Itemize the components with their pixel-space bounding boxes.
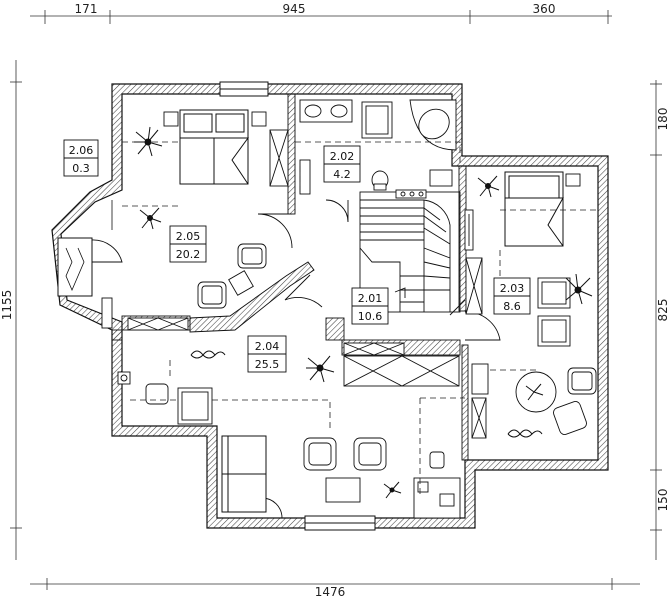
wardrobe-2-03	[465, 257, 483, 315]
room-id-2-02: 2.02	[330, 150, 355, 163]
dresser-2-05	[127, 317, 189, 331]
plant-icons	[134, 126, 593, 499]
plant-icon	[383, 481, 402, 499]
sofa-2-04	[221, 435, 267, 513]
armchairs-2-05	[197, 243, 267, 309]
room-id-2-06: 2.06	[69, 144, 94, 157]
dimension-lines	[10, 10, 662, 590]
desk-2-05	[101, 297, 113, 329]
nightstands-2-05	[163, 111, 267, 127]
room-label-2-03: 2.03 8.6	[493, 277, 531, 315]
bay-window-blinds	[65, 247, 85, 292]
dim-top-2: 945	[283, 2, 306, 16]
plant-icon	[525, 383, 544, 401]
nightstands-2-03	[565, 173, 581, 187]
stair-railing	[464, 209, 474, 251]
shelving-2-04	[343, 342, 460, 387]
room-area-2-05: 20.2	[176, 248, 201, 261]
dim-left: 1155	[0, 290, 14, 321]
room-id-2-04: 2.04	[255, 340, 280, 353]
plant-icon	[565, 273, 593, 305]
diagonal-wall	[189, 261, 315, 333]
double-bed-2-05	[179, 109, 249, 185]
plant-icon	[139, 207, 162, 230]
plant-icon	[507, 429, 543, 438]
room-id-2-05: 2.05	[176, 230, 201, 243]
plant-icon	[134, 126, 163, 157]
room-id-2-03: 2.03	[500, 282, 525, 295]
room-area-2-06: 0.3	[72, 162, 90, 175]
room-area-2-03: 8.6	[503, 300, 521, 313]
plant-icon	[477, 175, 500, 198]
room-area-2-04: 25.5	[255, 358, 280, 371]
windows	[57, 81, 376, 531]
desk-area-2-04	[117, 371, 213, 425]
dim-right-3: 150	[656, 489, 670, 512]
single-bed-2-03	[504, 171, 564, 247]
room-label-2-05: 2.05 20.2	[169, 225, 207, 263]
room-label-2-01: 2.01 10.6	[351, 287, 389, 325]
dim-right-2: 825	[656, 299, 670, 322]
room-area-2-02: 4.2	[333, 168, 351, 181]
armchairs-2-04	[303, 437, 387, 503]
dim-bottom: 1476	[315, 585, 346, 599]
dim-top-1: 171	[75, 2, 98, 16]
room-label-2-02: 2.02 4.2	[323, 145, 361, 183]
dim-top-3: 360	[533, 2, 556, 16]
chairs-2-03	[515, 277, 597, 435]
plant-icon	[306, 355, 335, 383]
plant-icon	[190, 350, 226, 359]
room-id-2-01: 2.01	[358, 292, 383, 305]
room-area-2-01: 10.6	[358, 310, 383, 323]
wardrobe-2-05	[269, 129, 289, 187]
staircase	[359, 189, 461, 313]
desk-2-03	[471, 363, 489, 439]
room-label-2-06: 2.06 0.3	[63, 139, 99, 177]
room-label-2-04: 2.04 25.5	[247, 335, 287, 373]
exterior-walls	[51, 83, 609, 529]
bathroom-fixtures-2-02	[299, 99, 457, 195]
kitchenette-2-04	[413, 451, 461, 519]
dim-right-1: 180	[656, 108, 670, 131]
